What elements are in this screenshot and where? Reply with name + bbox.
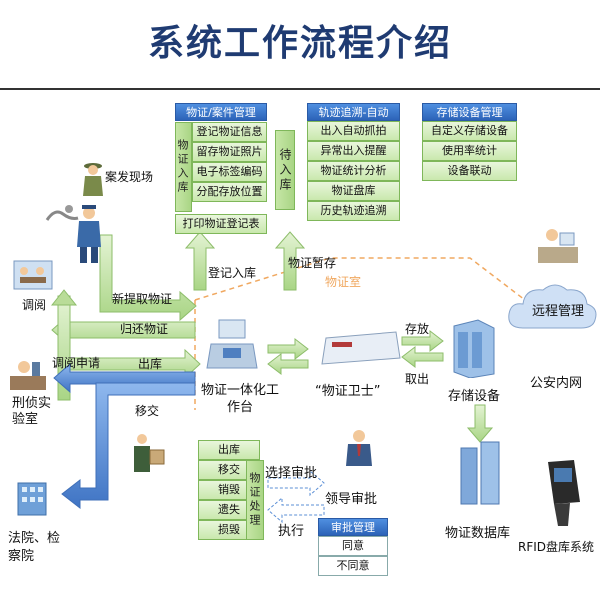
rfid-label: RFID盘库系统 [518, 540, 595, 554]
disposal-item[interactable]: 移交 [198, 460, 260, 480]
page-title: 系统工作流程介绍 [147, 22, 452, 64]
storage-item[interactable]: 自定义存储设备 [422, 121, 517, 141]
storage-item[interactable]: 设备联动 [422, 161, 517, 181]
track-item[interactable]: 物证盘库 [307, 181, 400, 201]
storage-item[interactable]: 使用率统计 [422, 141, 517, 161]
evidence-box-footer[interactable]: 打印物证登记表 [175, 214, 267, 234]
intranet-label: 公安内网 [530, 376, 583, 391]
lab-label: 刑侦实验室 [12, 396, 52, 427]
disposal-side-label: 物证处理 [246, 460, 264, 540]
database-label: 物证数据库 [445, 526, 511, 541]
evidence-room-outline [194, 257, 526, 301]
approve-option[interactable]: 同意 [318, 536, 388, 556]
evidence-room-label: 物证室 [325, 275, 362, 289]
borrow-label: 调阅 [22, 298, 47, 312]
arrow-to-database [466, 404, 494, 443]
guard-label: “物证卫士” [315, 384, 381, 399]
evidence-item[interactable]: 电子标签编码 [192, 162, 267, 182]
arrow-execute [267, 496, 325, 524]
reject-option[interactable]: 不同意 [318, 556, 388, 576]
delivery-icon [134, 434, 165, 472]
arrow-borrow-up [50, 289, 78, 306]
lab-icon [10, 361, 46, 390]
disposal-item[interactable]: 销毁 [198, 480, 260, 500]
court-icon [17, 482, 47, 516]
borrow-request-label: 调阅申请 [52, 356, 101, 370]
out-label: 出库 [138, 357, 163, 371]
guard-device-icon [321, 331, 401, 365]
workstation-icon [206, 319, 258, 369]
transfer-label: 移交 [135, 404, 160, 418]
remote-label: 远程管理 [532, 304, 585, 319]
database-icon [460, 441, 500, 505]
track-item[interactable]: 物证统计分析 [307, 161, 400, 181]
storage-box-header: 存储设备管理 [422, 103, 517, 121]
temp-store-label: 物证暂存 [288, 256, 337, 270]
title-divider [0, 88, 600, 90]
store-label: 存放 [405, 322, 430, 336]
take-out-label: 取出 [405, 372, 430, 386]
approval-box-header: 审批管理 [318, 518, 388, 536]
evidence-box-header: 物证/案件管理 [175, 103, 267, 121]
arrow-temp-store [274, 231, 306, 291]
disposal-item[interactable]: 遗失 [198, 500, 260, 520]
leader-icon [346, 430, 372, 466]
storage-device-label: 存储设备 [448, 389, 501, 404]
disposal-item[interactable]: 出库 [198, 440, 260, 460]
officer-icon [77, 205, 101, 263]
arrow-to-guard [267, 337, 309, 361]
track-item[interactable]: 出入自动抓拍 [307, 121, 400, 141]
arrow-from-guard [267, 352, 309, 376]
detective-icon [83, 163, 103, 196]
evidence-item[interactable]: 分配存放位置 [192, 182, 267, 202]
scene-label: 案发现场 [105, 170, 154, 184]
track-item[interactable]: 异常出入提醒 [307, 141, 400, 161]
office-icon [538, 229, 578, 263]
arrow-borrow-request [69, 348, 201, 380]
select-approve-label: 选择审批 [265, 466, 318, 481]
arrow-register-in [184, 231, 216, 291]
crime-scene-icon [45, 205, 79, 221]
new-extract-label: 新提取物证 [112, 292, 173, 306]
execute-label: 执行 [278, 524, 305, 539]
cloud-icon [508, 284, 597, 329]
register-in-label: 登记入库 [208, 266, 257, 280]
return-label: 归还物证 [120, 322, 169, 336]
track-item[interactable]: 历史轨迹追溯 [307, 201, 400, 221]
arrow-select-approve [267, 469, 325, 497]
court-label: 法院、检察院 [8, 531, 61, 564]
evidence-item[interactable]: 留存物证照片 [192, 142, 267, 162]
evidence-box-side-label: 物证入库 [175, 122, 192, 212]
arrow-take-out [401, 345, 444, 369]
arrow-transfer [61, 382, 196, 510]
pending-label: 待入库 [275, 130, 295, 210]
storage-cabinet-icon [453, 319, 495, 378]
arrow-new-extract [99, 234, 197, 322]
leader-approve-label: 领导审批 [325, 492, 378, 507]
workstation-label: 物证一体化工作台 [200, 383, 279, 415]
evidence-item[interactable]: 登记物证信息 [192, 122, 267, 142]
arrow-store [401, 329, 444, 353]
rfid-reader-icon [548, 460, 580, 526]
reading-room-icon [13, 260, 53, 290]
track-box-header: 轨迹追溯-自动 [307, 103, 400, 121]
